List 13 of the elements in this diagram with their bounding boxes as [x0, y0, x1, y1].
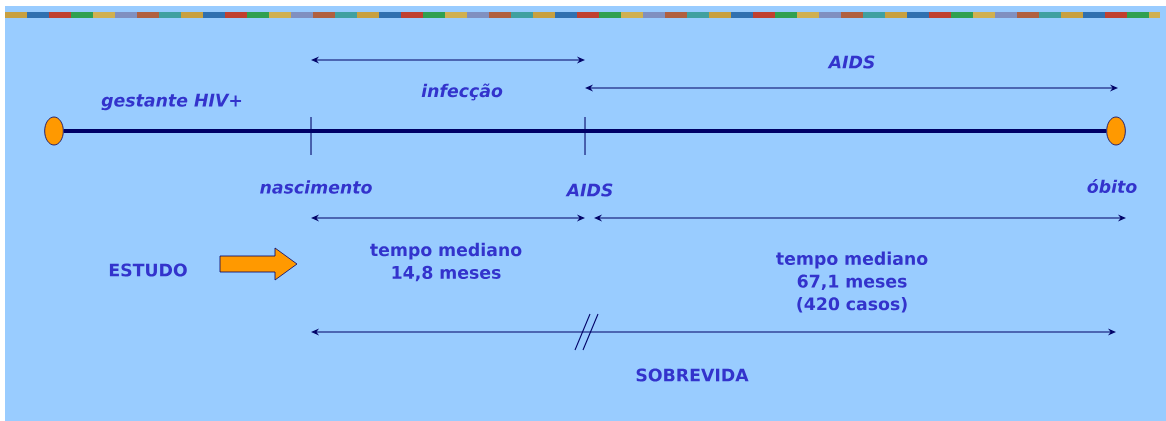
event-label: óbito [1087, 178, 1137, 194]
event-label: AIDS [827, 55, 875, 69]
event-label: nascimento [260, 180, 372, 194]
event-label: infecção [421, 83, 503, 101]
caption-text: ESTUDO [109, 263, 187, 277]
timeline-endpoint [44, 116, 64, 146]
caption-text: tempo mediano 14,8 meses [370, 242, 522, 282]
caption-text: SOBREVIDA [636, 368, 749, 382]
event-label: gestante HIV+ [101, 93, 242, 111]
timeline-endpoint [1106, 116, 1126, 146]
event-label: AIDS [565, 183, 613, 197]
timeline-line [63, 129, 1107, 133]
caption-text: tempo mediano 67,1 meses (420 casos) [776, 251, 928, 313]
